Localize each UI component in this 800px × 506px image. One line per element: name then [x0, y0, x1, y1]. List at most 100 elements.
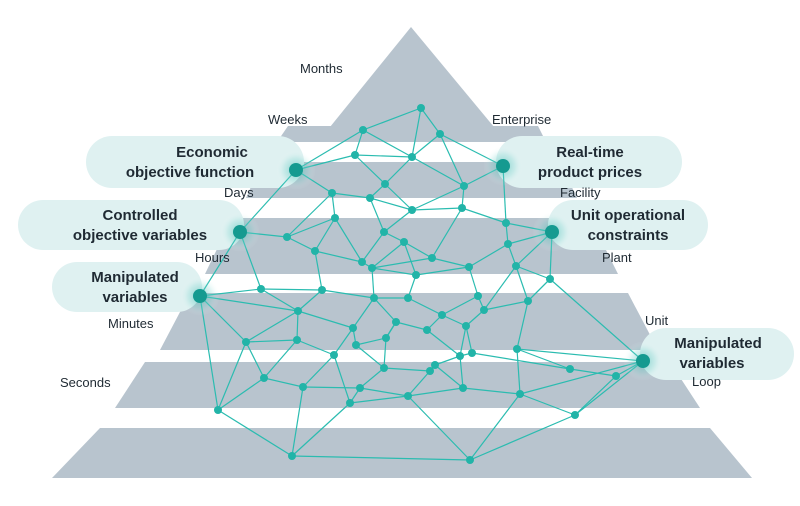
network-node: [468, 349, 476, 357]
network-edge: [411, 185, 465, 211]
callout-prices-line1: Real-time: [556, 144, 624, 161]
network-edge: [302, 354, 335, 388]
network-edge: [286, 236, 316, 252]
network-edge: [359, 387, 409, 397]
callout-constraints-bg: [548, 200, 708, 250]
network-edge: [369, 197, 413, 211]
label-weeks: Weeks: [268, 112, 308, 127]
network-edge: [407, 387, 464, 397]
callout-constraints-line2: constraints: [588, 227, 669, 244]
callouts: [18, 136, 794, 380]
network-edge: [296, 339, 335, 356]
network-node: [299, 383, 307, 391]
network-edge: [217, 341, 247, 411]
network-node: [392, 318, 400, 326]
network-edge: [260, 288, 299, 312]
network-node: [423, 326, 431, 334]
network-edge: [286, 217, 336, 238]
network-edge: [314, 250, 323, 291]
network-node: [566, 365, 574, 373]
network-node: [465, 263, 473, 271]
callout-constraints-line1: Unit operational: [571, 207, 685, 224]
network-node: [294, 307, 302, 315]
network-edge: [354, 154, 413, 158]
network-edge: [469, 414, 576, 461]
network-node: [462, 322, 470, 330]
network-node: [412, 271, 420, 279]
network-node: [456, 352, 464, 360]
network-node: [504, 240, 512, 248]
network-node: [408, 206, 416, 214]
network-node: [311, 247, 319, 255]
network-edge: [369, 197, 385, 233]
label-loop: Loop: [692, 374, 721, 389]
network-edge: [407, 395, 471, 461]
network-node: [328, 189, 336, 197]
network-node: [546, 275, 554, 283]
network-edge: [434, 355, 461, 366]
network-edge: [371, 257, 433, 269]
network-edge: [483, 300, 529, 311]
hub-node: [193, 289, 207, 303]
network-edge: [515, 265, 551, 280]
network-edges: [199, 107, 644, 461]
label-minutes: Minutes: [108, 316, 154, 331]
hub-node: [233, 225, 247, 239]
label-plant: Plant: [602, 250, 632, 265]
network-edge: [354, 154, 386, 185]
network-edge: [314, 250, 363, 263]
network-edge: [411, 133, 441, 158]
network-edge: [217, 377, 265, 411]
network-edge: [527, 278, 551, 302]
network-edge: [465, 309, 485, 327]
network-node: [331, 214, 339, 222]
network-edge: [519, 393, 576, 416]
network-node: [356, 384, 364, 392]
network-node: [214, 406, 222, 414]
network-edge: [371, 267, 375, 299]
network-edge: [407, 297, 443, 316]
network-edge: [515, 265, 529, 302]
hub-node: [496, 159, 510, 173]
network-edge: [462, 387, 521, 395]
network-nodes: [193, 104, 650, 464]
network-node: [436, 130, 444, 138]
network-edge: [291, 386, 304, 457]
network-edge: [334, 217, 363, 263]
network-node: [346, 399, 354, 407]
network-node: [524, 297, 532, 305]
network-node: [426, 367, 434, 375]
network-edge: [383, 367, 431, 372]
network-edge: [411, 107, 422, 158]
network-edge: [296, 310, 299, 341]
callout-manipulated-right-bg: [640, 328, 794, 380]
network-node: [283, 233, 291, 241]
network-edge: [371, 267, 417, 276]
network-edge: [516, 348, 521, 395]
network-edge: [469, 393, 521, 461]
network-edge: [411, 207, 463, 211]
pyramid-band-5: [160, 293, 658, 350]
network-edge: [434, 364, 464, 389]
network-node: [381, 180, 389, 188]
label-enterprise: Enterprise: [492, 112, 551, 127]
network-edge: [395, 321, 428, 331]
network-edge: [439, 133, 465, 187]
network-node: [417, 104, 425, 112]
callout-manipulated-left-bg: [52, 262, 202, 312]
pyramid-band-7: [52, 428, 752, 478]
network-node: [318, 286, 326, 294]
label-days: Days: [224, 185, 254, 200]
network-node: [460, 182, 468, 190]
network-edge: [403, 241, 433, 259]
network-edge: [426, 329, 461, 357]
network-node: [612, 372, 620, 380]
network-edge: [516, 348, 571, 370]
network-node: [516, 390, 524, 398]
network-edge: [291, 455, 471, 461]
network-edge: [263, 377, 304, 388]
network-edge: [384, 183, 413, 211]
network-node: [382, 334, 390, 342]
network-edge: [362, 129, 413, 158]
callout-prices-bg: [496, 136, 682, 188]
